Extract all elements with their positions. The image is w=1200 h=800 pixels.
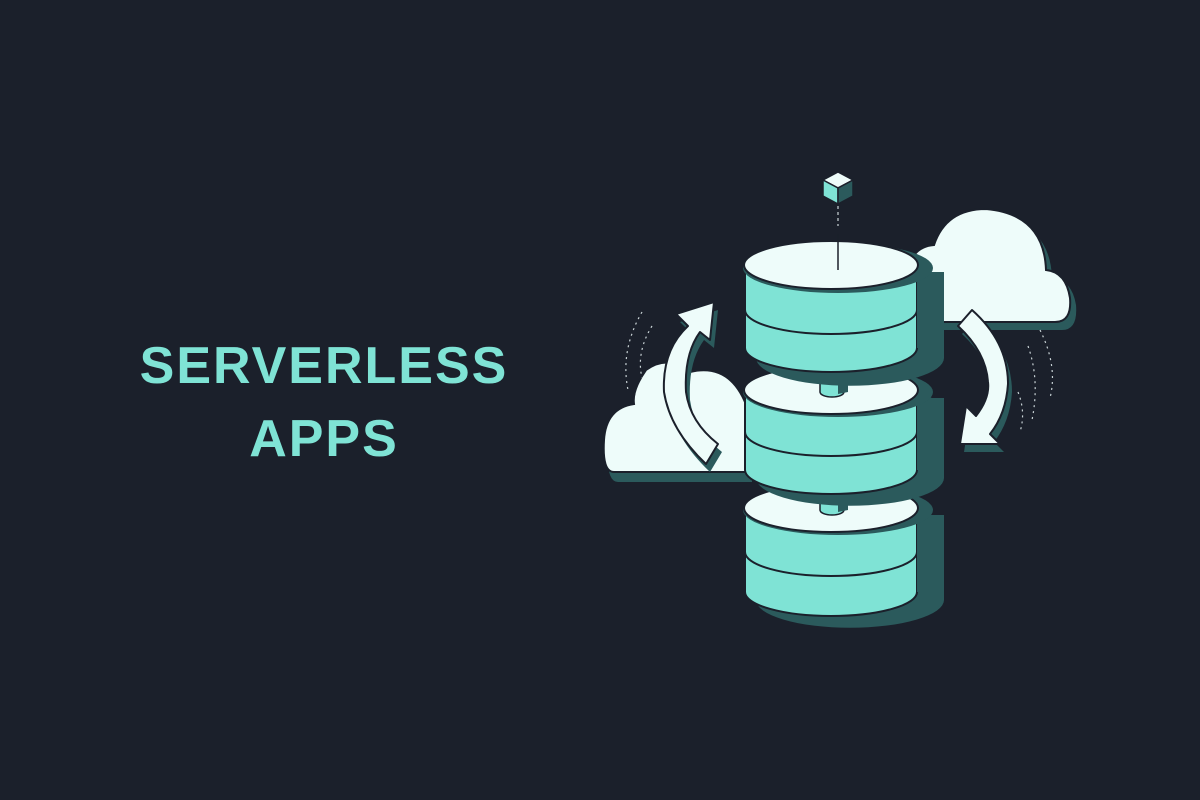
database-stack-icon [743, 240, 944, 628]
serverless-illustration [602, 171, 1077, 628]
cloud-icon [906, 207, 1077, 330]
motion-lines [1017, 329, 1054, 433]
headline: SERVERLESS APPS [124, 330, 524, 476]
headline-line-1: SERVERLESS [139, 337, 509, 395]
refresh-arrow-icon [957, 309, 1012, 452]
database-disk [743, 240, 944, 386]
headline-line-2: APPS [249, 409, 399, 468]
refresh-arrow-icon [662, 301, 722, 472]
cube-icon [821, 171, 855, 206]
motion-lines [625, 311, 653, 391]
